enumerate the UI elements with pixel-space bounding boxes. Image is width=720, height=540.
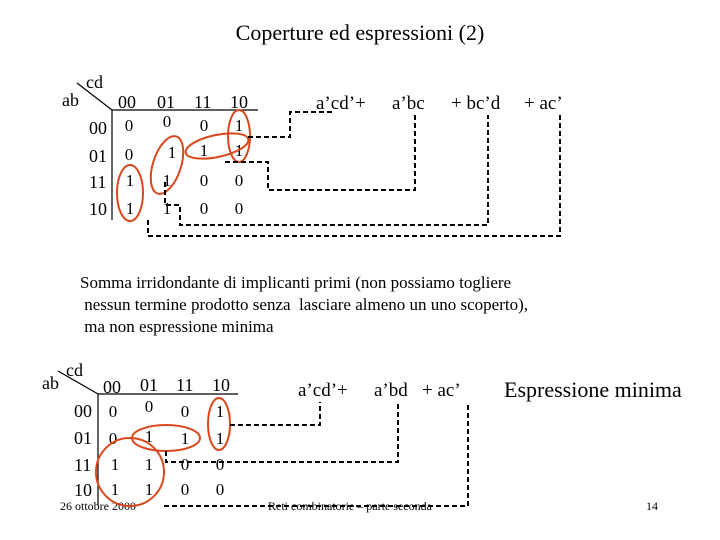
map2-col-header: 11 bbox=[176, 375, 194, 395]
map1-cell: 1 bbox=[234, 116, 244, 135]
map1-var-ab: ab bbox=[62, 90, 79, 110]
map1-cell: 0 bbox=[234, 199, 244, 218]
map1-implicant-circles bbox=[116, 109, 251, 222]
map2-col-header: 01 bbox=[140, 375, 158, 395]
map2-col-header: 10 bbox=[212, 375, 230, 395]
map2-cell: 0 bbox=[108, 402, 118, 421]
map1-diagonal-line bbox=[76, 82, 113, 111]
map1-circle-bcd bbox=[149, 135, 185, 195]
map2-circle-abd bbox=[131, 424, 201, 452]
map2-cell: 1 bbox=[144, 427, 154, 446]
map2-expr-term-1: a’cd’+ bbox=[298, 380, 348, 401]
map2-connector-abd bbox=[165, 402, 399, 463]
map1-connector-ac bbox=[147, 115, 561, 237]
map2-row-header: 00 bbox=[74, 401, 92, 421]
map2-cell: 1 bbox=[215, 429, 225, 448]
map1-cell: 0 bbox=[124, 145, 134, 164]
map1-expr-term-4: + ac’ bbox=[524, 93, 563, 114]
map2-cell: 1 bbox=[144, 480, 154, 499]
map2-connector-ac bbox=[164, 402, 469, 507]
map2-col-header: 00 bbox=[103, 377, 121, 397]
slide-title: Coperture ed espressioni (2) bbox=[235, 20, 485, 45]
map2-cell: 1 bbox=[110, 480, 120, 499]
map2-var-cd: cd bbox=[66, 360, 83, 380]
map2-cell: 0 bbox=[215, 480, 225, 499]
map1-cell: 0 bbox=[199, 116, 209, 135]
map2-connector-acd bbox=[230, 402, 321, 426]
map1-row-header: 10 bbox=[89, 199, 107, 219]
map2-diagonal-line bbox=[57, 370, 99, 395]
map1-circle-abc bbox=[184, 132, 250, 160]
map2-row-header: 10 bbox=[74, 480, 92, 500]
footer-page-number: 14 bbox=[646, 499, 658, 513]
map1-row-header: 11 bbox=[89, 172, 107, 192]
map2-row-header: 11 bbox=[74, 455, 92, 475]
map2-cell: 1 bbox=[144, 455, 154, 474]
map1-circle-ac bbox=[116, 164, 144, 222]
map1-cell: 1 bbox=[199, 141, 209, 160]
map2-cell: 0 bbox=[180, 455, 190, 474]
map1-cell: 0 bbox=[234, 171, 244, 190]
map1-connector-acd bbox=[248, 111, 335, 138]
map2-cell: 1 bbox=[180, 429, 190, 448]
map2-cell: 0 bbox=[215, 455, 225, 474]
map1-cell: 1 bbox=[167, 143, 177, 162]
map1-cell: 1 bbox=[162, 171, 172, 190]
map2-connectors bbox=[164, 402, 469, 507]
map1-expr-term-2: a’bc bbox=[392, 93, 425, 114]
map1-cell: 0 bbox=[199, 171, 209, 190]
map1-expr-term-1: a’cd’+ bbox=[316, 93, 366, 114]
map2-circle-acd bbox=[207, 397, 231, 451]
map1-grid-lines bbox=[76, 82, 258, 220]
map2-expr-term-3: + ac’ bbox=[422, 380, 461, 401]
map1-col-header: 00 bbox=[118, 92, 136, 112]
map1-var-cd: cd bbox=[86, 72, 103, 92]
map1-connector-bcd bbox=[164, 115, 489, 226]
map2-cell: 1 bbox=[110, 455, 120, 474]
map1-cell: 1 bbox=[125, 171, 135, 190]
map2-grid-lines bbox=[57, 370, 238, 505]
map1-cell: 0 bbox=[162, 112, 172, 131]
map1-cell: 0 bbox=[124, 116, 134, 135]
map1-connectors bbox=[147, 111, 561, 237]
map1-connector-abc bbox=[225, 115, 416, 191]
map1-row-header: 01 bbox=[89, 146, 107, 166]
map2-cell: 0 bbox=[180, 480, 190, 499]
map1-row-header: 00 bbox=[89, 118, 107, 138]
map1-col-header: 01 bbox=[157, 92, 175, 112]
map1-cell: 1 bbox=[125, 199, 135, 218]
map1-col-header: 10 bbox=[230, 92, 248, 112]
map1-expr-term-3: + bc’d bbox=[451, 93, 501, 114]
map2-cell: 1 bbox=[215, 402, 225, 421]
map2-cell: 0 bbox=[180, 402, 190, 421]
map2-var-ab: ab bbox=[42, 373, 59, 393]
map2-cell: 0 bbox=[144, 397, 154, 416]
map2-circle-ac bbox=[95, 437, 165, 507]
map2-cell: 0 bbox=[108, 429, 118, 448]
minimal-expression-label: Espressione minima bbox=[504, 377, 682, 402]
map1-cell: 0 bbox=[199, 199, 209, 218]
map2-row-header: 01 bbox=[74, 428, 92, 448]
map2-expr-term-2: a’bd bbox=[374, 380, 408, 401]
map1-col-header: 11 bbox=[194, 92, 212, 112]
map1-cell: 1 bbox=[162, 199, 172, 218]
map2-implicant-circles bbox=[95, 397, 231, 507]
explanation-note: Somma irridondante di implicanti primi (… bbox=[80, 273, 529, 336]
